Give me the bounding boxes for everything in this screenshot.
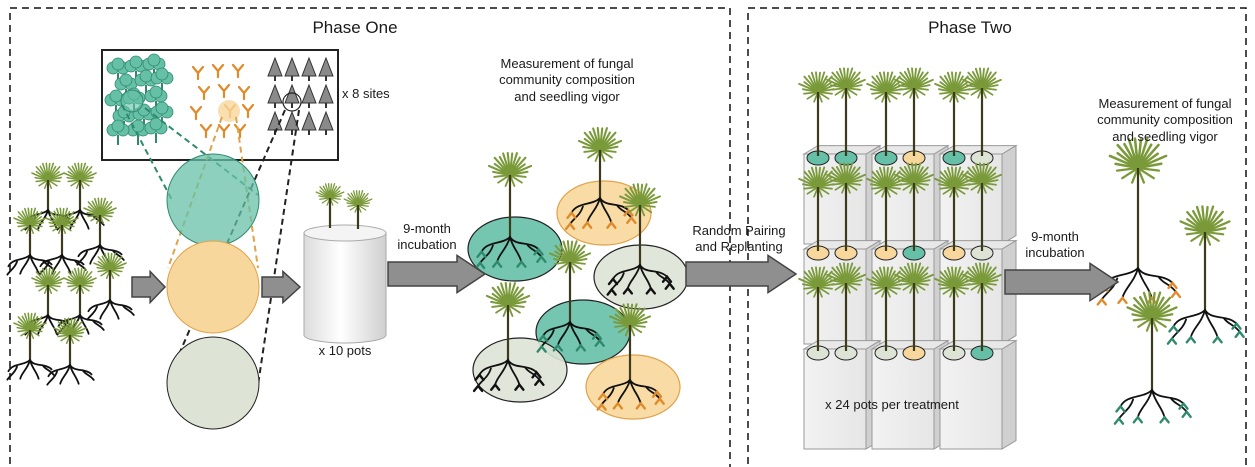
- measurement-label-2: Measurement of fungal community composit…: [1097, 96, 1233, 144]
- pots-per-treatment-label: x 24 pots per treatment: [825, 397, 959, 412]
- phase-one-frame: [9, 7, 731, 467]
- pots-count-label: x 10 pots: [318, 343, 372, 358]
- site-inset: [101, 49, 339, 161]
- seedling-pair-in-pot: [315, 182, 373, 229]
- orange-site-highlight: [218, 100, 240, 122]
- seedling-icon: [1166, 205, 1245, 345]
- incubation-label-2: 9-month incubation: [1025, 229, 1085, 261]
- phase-one-seedlings: [467, 126, 689, 420]
- seedling-icon: [894, 162, 934, 251]
- arrow-icon: [685, 254, 798, 294]
- pot-icon: [303, 224, 387, 344]
- pot-box: [938, 339, 1018, 450]
- teal-site-highlight: [120, 89, 144, 113]
- seedling-icon: [962, 262, 1002, 351]
- seedling-icon: [24, 267, 73, 336]
- seedling-icon: [826, 262, 866, 351]
- seedling-icon: [315, 182, 345, 228]
- seedling-group-initial: [6, 162, 135, 386]
- seedling-icon: [343, 189, 373, 229]
- phase-one-title: Phase One: [312, 18, 398, 37]
- seedling-icon: [866, 266, 906, 351]
- seedling-icon: [472, 281, 545, 393]
- measurement-label-1: Measurement of fungal community composit…: [499, 56, 635, 104]
- seedling-icon: [934, 166, 974, 251]
- pot-box: [938, 144, 1018, 245]
- seedling-icon: [826, 162, 866, 251]
- seedling-icon: [1096, 137, 1182, 306]
- seedling-icon: [1113, 291, 1192, 425]
- seedling-icon: [6, 312, 55, 381]
- seedling-icon: [474, 151, 547, 270]
- seedling-icon: [866, 71, 906, 156]
- seedling-icon: [798, 166, 838, 251]
- incubation-label-1: 9-month incubation: [397, 221, 457, 253]
- seedling-icon: [86, 252, 135, 321]
- seedling-icon: [934, 71, 974, 156]
- sites-count-label: x 8 sites: [342, 86, 390, 101]
- seedling-icon: [596, 303, 665, 411]
- seedling-icon: [826, 67, 866, 156]
- arrow-icon: [131, 269, 167, 305]
- seedling-icon: [798, 266, 838, 351]
- arrow-icon: [387, 254, 487, 294]
- seedling-icon: [866, 166, 906, 251]
- seedling-icon: [894, 262, 934, 351]
- seedling-icon: [962, 162, 1002, 251]
- tree-icon: [104, 53, 174, 145]
- seedling-icon: [894, 67, 934, 156]
- orange-inoculum-circle: [166, 240, 260, 334]
- seedling-icon: [536, 240, 605, 353]
- phase-two-title: Phase Two: [928, 18, 1012, 37]
- phase-two-pot-grid: [798, 67, 1018, 450]
- sage-inoculum-circle: [166, 336, 260, 430]
- seedling-icon: [798, 71, 838, 156]
- teal-inoculum-circle: [166, 153, 260, 247]
- seedling-icon: [962, 67, 1002, 156]
- seedling-icon: [38, 207, 87, 276]
- arrow-icon: [1004, 262, 1120, 302]
- arrow-icon: [261, 269, 302, 305]
- grey-site-highlight: [282, 92, 302, 112]
- phase-two-frame: [747, 7, 1247, 467]
- seedling-icon: [76, 197, 125, 266]
- pairing-label: Random Pairing and Replanting: [692, 223, 786, 255]
- seedling-icon: [6, 207, 55, 276]
- final-seedlings: [1096, 137, 1245, 425]
- seedling-icon: [46, 317, 95, 386]
- conifer-icon: [267, 56, 334, 135]
- arrow-icon: [131, 254, 1120, 305]
- seedling-icon: [606, 183, 675, 296]
- seedling-icon: [564, 126, 637, 231]
- seedling-icon: [934, 266, 974, 351]
